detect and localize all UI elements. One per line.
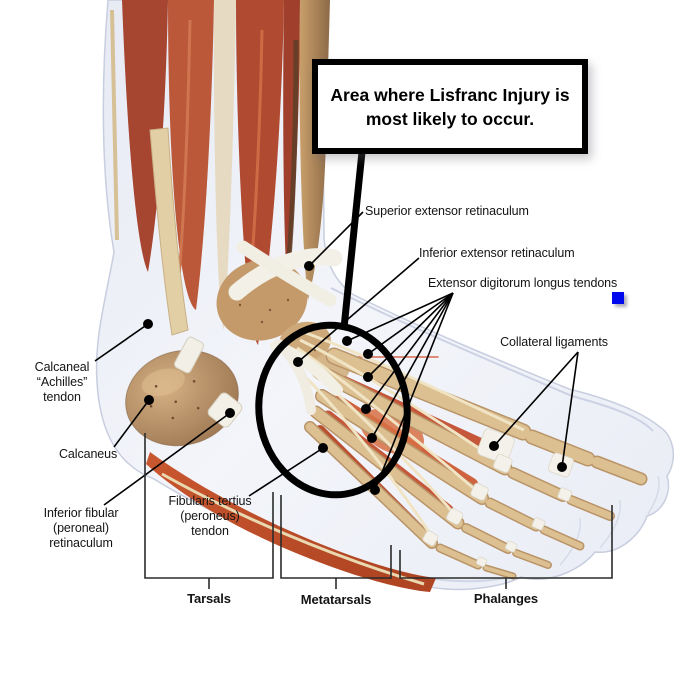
lisfranc-callout-box: Area where Lisfranc Injury is most likel… [312,59,588,154]
label-extensor-digitorum-longus-tendons: Extensor digitorum longus tendons [428,276,618,290]
label-inferior-extensor-retinaculum: Inferior extensor retinaculum [419,246,575,260]
label-metatarsals: Metatarsals [300,592,372,607]
toe-ligament-caps [422,428,575,568]
calcaneus-bone [125,349,239,447]
label-fibularis-tertius-tendon: Fibularis tertius (peroneus) tendon [168,494,252,538]
achilles-tendon-shape [149,127,189,336]
label-inferior-fibular-retinaculum: Inferior fibular (peroneal) retinaculum [43,506,119,550]
lisfranc-circle-annotation [255,151,411,499]
label-superior-extensor-retinaculum: Superior extensor retinaculum [365,204,529,218]
leg-muscles [110,0,330,345]
label-tarsals: Tarsals [187,591,231,606]
label-collateral-ligaments: Collateral ligaments [500,335,608,349]
label-phalanges: Phalanges [473,591,539,606]
blue-square-marker[interactable] [612,292,624,304]
label-calcaneal-achilles-tendon: Calcaneal “Achilles” tendon [34,360,90,404]
bone-group-brackets [144,433,613,589]
label-calcaneus: Calcaneus [59,447,118,461]
leader-lines [94,211,579,506]
